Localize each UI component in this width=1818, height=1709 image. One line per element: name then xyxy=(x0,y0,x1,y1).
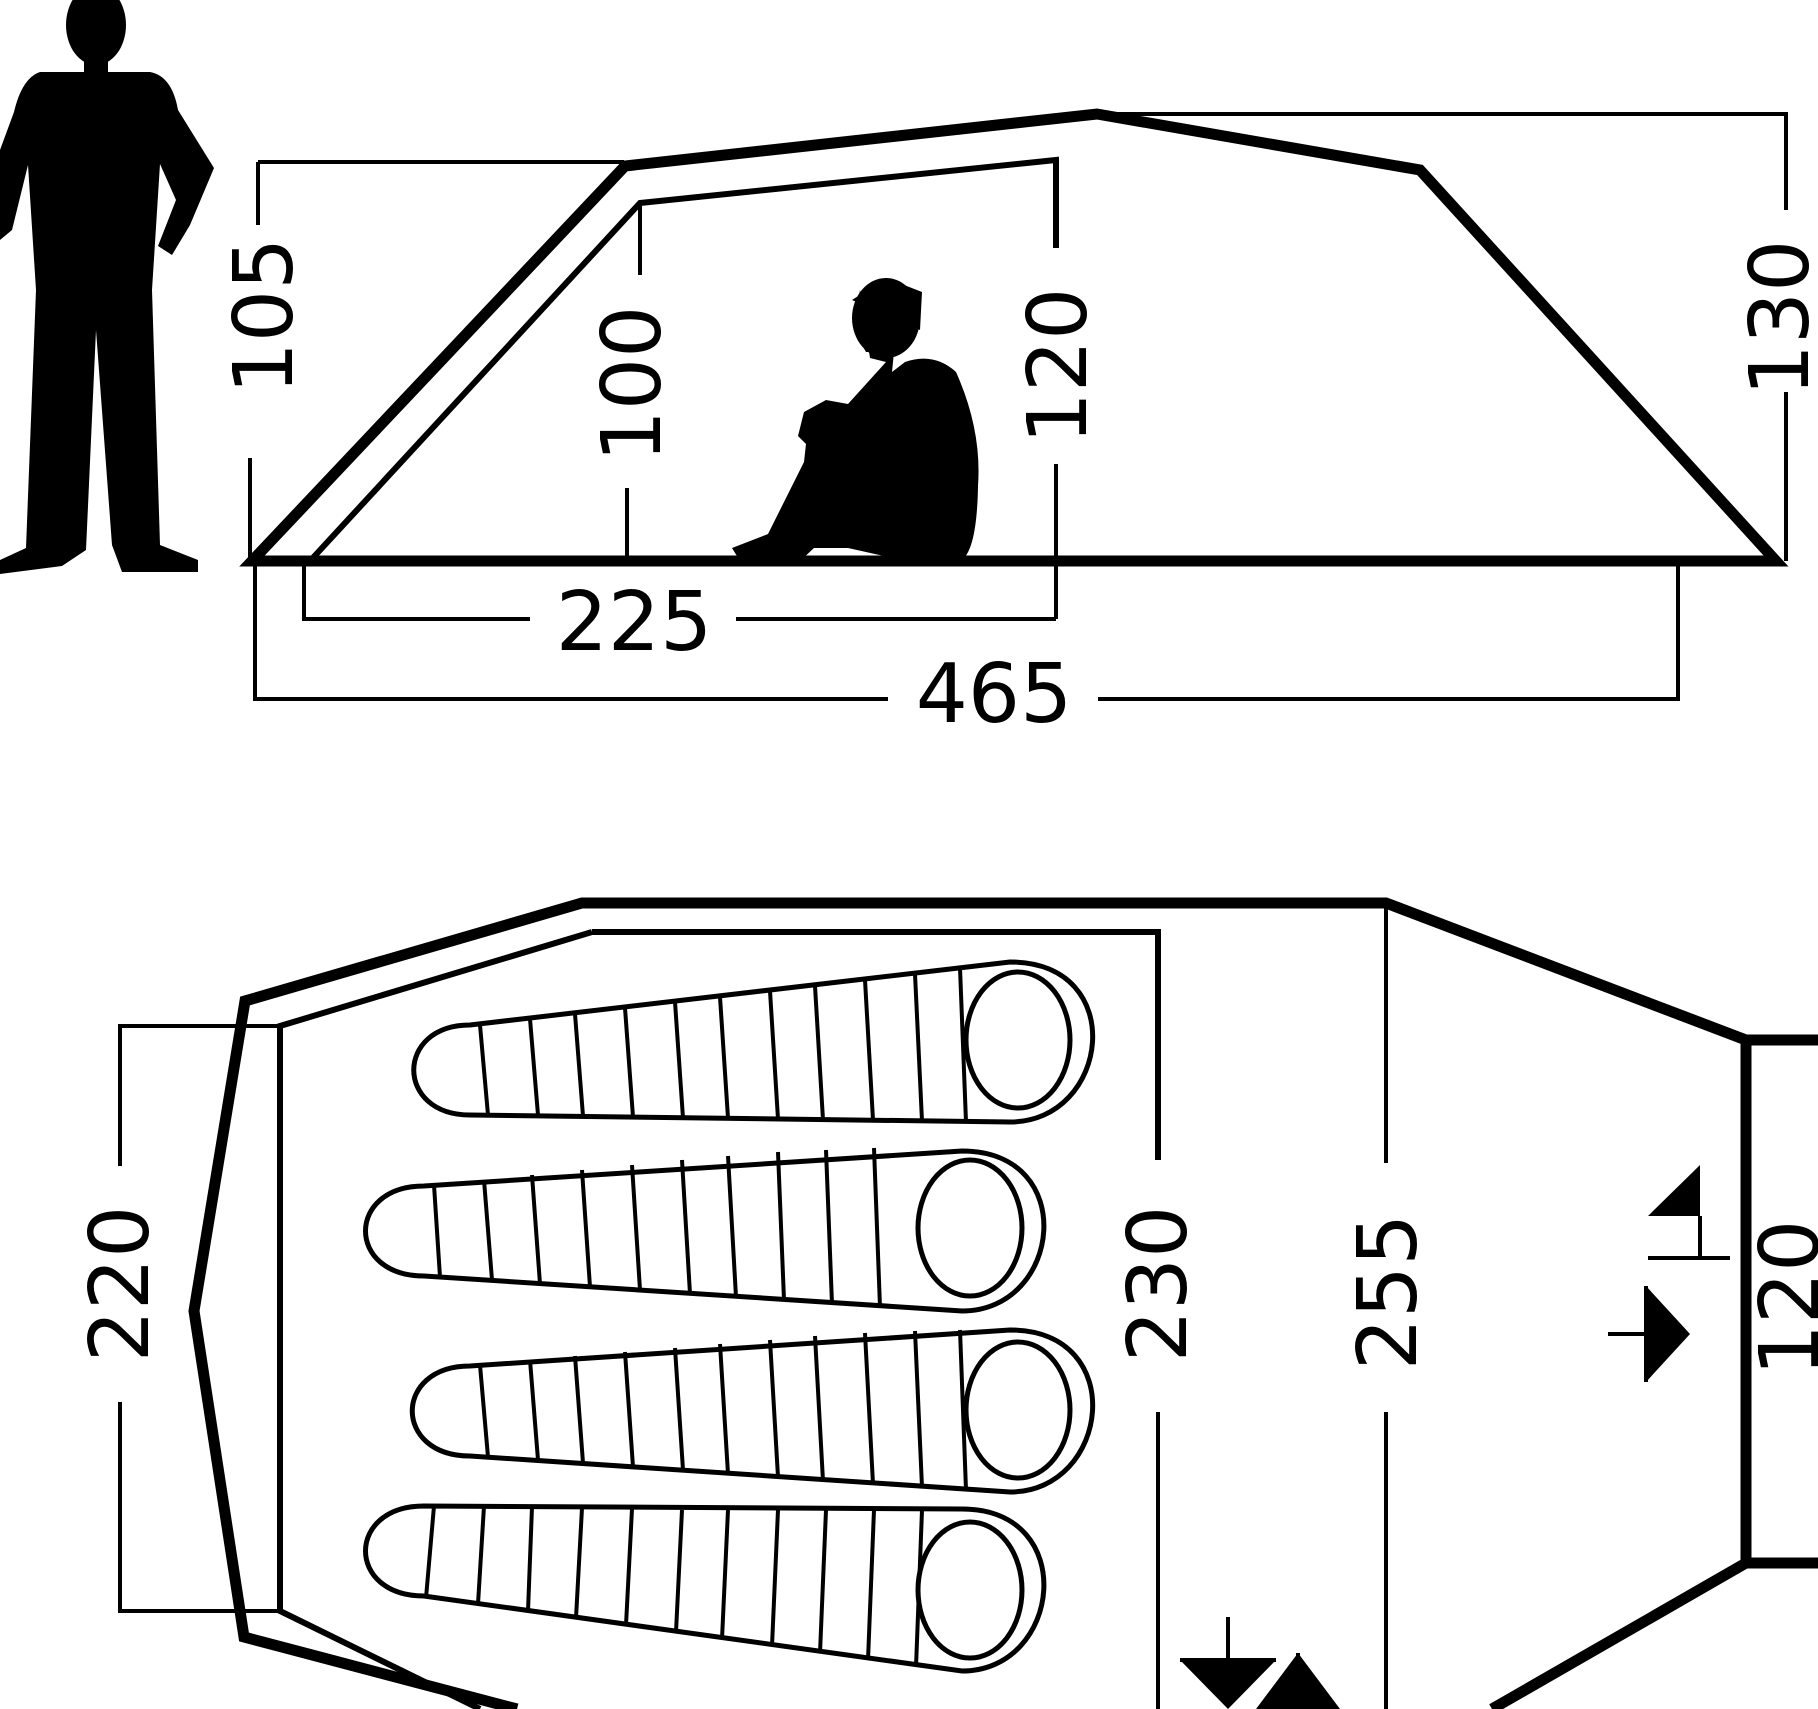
dim-225-label: 225 xyxy=(556,575,713,670)
side-view: 105 100 120 130 225 465 xyxy=(0,0,1818,742)
sleeping-bag-icon xyxy=(363,1147,1047,1314)
dim-220-label: 220 xyxy=(73,1206,168,1363)
inner-tent-floor-outline xyxy=(592,929,1161,1160)
dim-105-label: 105 xyxy=(217,238,312,395)
dim-100-label: 100 xyxy=(585,306,680,463)
sitting-person-icon xyxy=(732,278,979,561)
entrance-arrow-icon xyxy=(1180,1617,1340,1709)
floor-plan: 220 230 255 120 xyxy=(73,897,1818,1709)
entrance-arrow-icon xyxy=(1608,1165,1730,1382)
sleeping-bag-icon xyxy=(411,959,1095,1125)
tent-outer-floor-outline xyxy=(188,897,1818,1709)
sleeping-bag-icon xyxy=(363,1503,1047,1674)
sleeping-bag-icon xyxy=(409,1327,1095,1495)
dim-255-label: 255 xyxy=(1341,1214,1436,1371)
inner-tent-side-outline xyxy=(307,156,1059,564)
dim-120-label: 120 xyxy=(1011,288,1106,445)
tent-outer-side-outline xyxy=(239,108,1789,567)
dim-465-label: 465 xyxy=(916,647,1073,742)
dim-120-rear-label: 120 xyxy=(1743,1220,1818,1377)
dim-230-label: 230 xyxy=(1111,1206,1206,1363)
dim-130-label: 130 xyxy=(1733,240,1818,397)
standing-person-icon xyxy=(0,0,214,574)
